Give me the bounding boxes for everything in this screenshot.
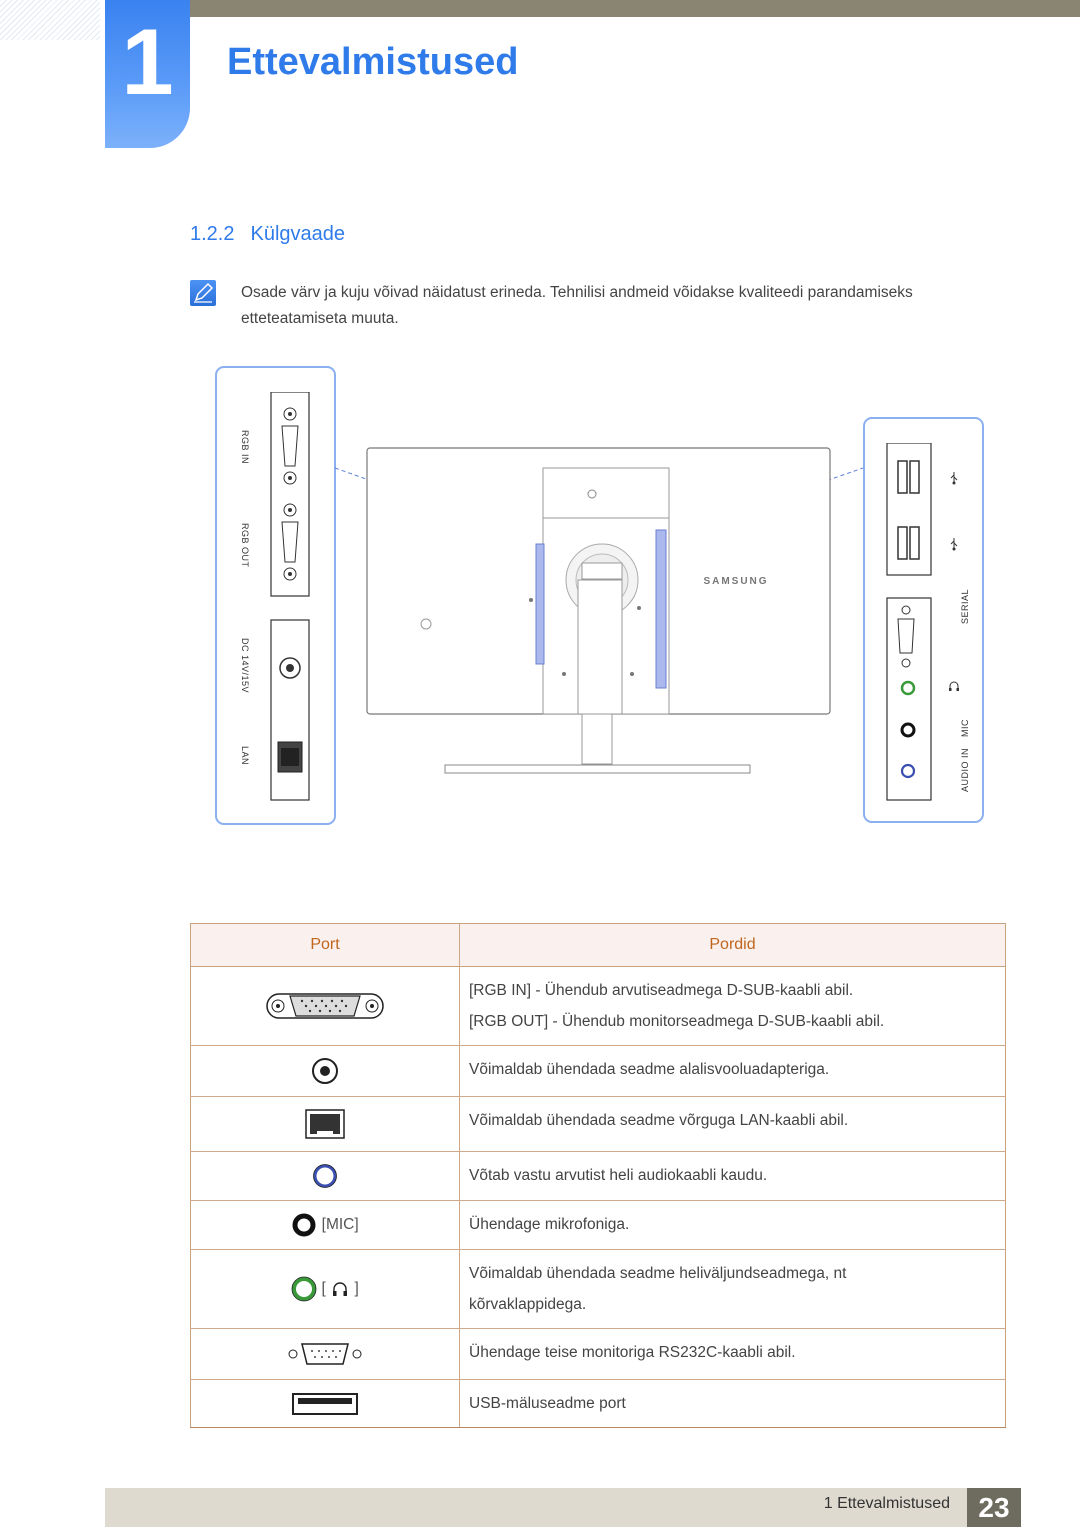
label-lan: LAN (240, 746, 250, 766)
label-mic: MIC (960, 719, 970, 737)
table-row: Võtab vastu arvutist heli audiokaabli ka… (190, 1151, 1006, 1201)
headphone-symbol-icon (333, 1282, 348, 1296)
row-text: Võimaldab ühendada seadme võrguga LAN-ka… (469, 1112, 849, 1129)
label-rgb-out: RGB OUT (240, 523, 250, 568)
mic-jack-icon (292, 1213, 316, 1237)
label-rgb-in: RGB IN (240, 430, 250, 465)
table-row: Ühendage teise monitoriga RS232C-kaabli … (190, 1328, 1006, 1380)
chapter-title: Ettevalmistused (227, 41, 519, 83)
table-row: USB-mäluseadme port (190, 1379, 1006, 1428)
serial-port-icon (288, 1343, 362, 1365)
row-text: Võimaldab ühendada seadme heliväljundsea… (469, 1265, 847, 1282)
usb-symbol-icon (950, 472, 958, 485)
header-hatch (0, 0, 100, 40)
ports-table: Port Pordid [RGB IN] - Ühendub arvutisea… (190, 923, 1006, 1428)
usb-port-icon (292, 1392, 358, 1415)
monitor-back-view: SAMSUNG (334, 447, 864, 774)
headphone-symbol-icon (949, 681, 959, 691)
right-port-panel: SERIAL MIC AUDIO IN (863, 417, 984, 823)
lan-port-icon (305, 1109, 345, 1139)
section-number: 1.2.2 (190, 223, 235, 245)
left-ports-strip (270, 392, 310, 801)
table-header-row: Port Pordid (190, 923, 1006, 967)
label-dc: DC 14V/15V (240, 638, 250, 694)
audio-in-jack-icon (313, 1164, 337, 1188)
row-text: Võtab vastu arvutist heli audiokaabli ka… (469, 1167, 768, 1184)
headphone-jack-icon (291, 1276, 317, 1302)
chapter-tab (105, 0, 190, 148)
page-number: 23 (967, 1488, 1021, 1527)
brand-logo: SAMSUNG (703, 576, 768, 587)
table-row: Võimaldab ühendada seadme võrguga LAN-ka… (190, 1096, 1006, 1152)
row-text: [RGB OUT] - Ühendub monitorseadmega D-SU… (469, 1013, 885, 1030)
label-audio-in: AUDIO IN (960, 747, 970, 792)
note-pencil-icon (190, 280, 216, 306)
dc-power-jack-icon (312, 1058, 338, 1084)
row-text: Ühendage mikrofoniga. (469, 1216, 630, 1233)
row-text: kõrvaklappidega. (469, 1296, 587, 1313)
right-ports-strip (886, 443, 932, 801)
row-text: Võimaldab ühendada seadme alalisvooluada… (469, 1061, 830, 1078)
left-port-panel: RGB IN RGB OUT DC 14V/15V LAN (215, 366, 336, 825)
header-pordid: Pordid (459, 923, 1006, 967)
row-text: USB-mäluseadme port (469, 1395, 626, 1412)
header-port: Port (190, 923, 460, 967)
mic-label: [MIC] (321, 1216, 359, 1233)
row-text: [RGB IN] - Ühendub arvutiseadmega D-SUB-… (469, 982, 854, 999)
d-sub-connector-icon (266, 993, 384, 1019)
header-bar (190, 0, 1080, 17)
table-row: [MIC] Ühendage mikrofoniga. (190, 1200, 1006, 1250)
row-text: Ühendage teise monitoriga RS232C-kaabli … (469, 1344, 796, 1361)
table-row: [RGB IN] - Ühendub arvutiseadmega D-SUB-… (190, 966, 1006, 1046)
section-heading: 1.2.2 Külgvaade (190, 221, 345, 247)
usb-symbol-icon (950, 538, 958, 551)
footer-chapter-label: 1 Ettevalmistused (823, 1495, 950, 1512)
note-text: Osade värv ja kuju võivad näidatust erin… (241, 284, 913, 327)
table-row: Võimaldab ühendada seadme alalisvooluada… (190, 1045, 1006, 1097)
chapter-number: 1 (121, 9, 174, 114)
table-row: [ ] Võimaldab ühendada seadme heliväljun… (190, 1249, 1006, 1329)
label-serial: SERIAL (960, 588, 970, 624)
section-title: Külgvaade (250, 223, 346, 245)
footer-bar (105, 1488, 967, 1527)
